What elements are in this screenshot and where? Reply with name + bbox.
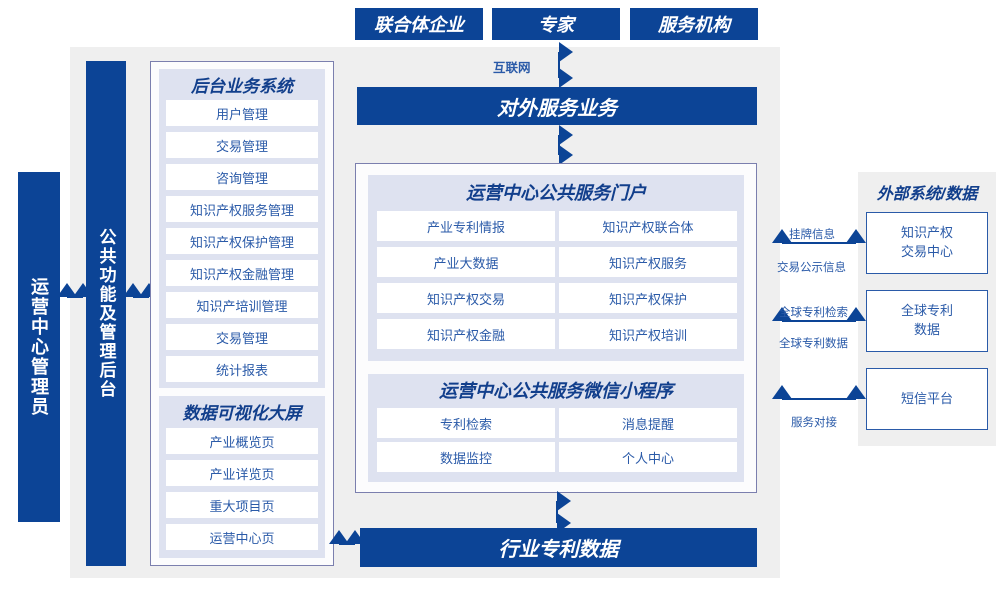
external-system-label: 知识产权 交易中心: [900, 225, 953, 259]
dataviz-item[interactable]: 运营中心页: [166, 524, 318, 550]
backoffice-item[interactable]: 知识产培训管理: [166, 292, 318, 318]
portal-item[interactable]: 知识产权金融: [377, 319, 555, 349]
portal-item[interactable]: 知识产权交易: [377, 283, 555, 313]
dataviz-item[interactable]: 产业概览页: [166, 428, 318, 454]
column-common-functions[interactable]: 公共功能及管理后台: [86, 61, 126, 566]
miniprogram-item[interactable]: 个人中心: [559, 442, 737, 472]
actor-label: 专家: [538, 15, 574, 35]
dataviz-title: 数据可视化大屏: [182, 403, 302, 423]
portal-item[interactable]: 知识产权保护: [559, 283, 737, 313]
external-system-sms-platform[interactable]: 短信平台: [866, 368, 988, 430]
backoffice-item[interactable]: 用户管理: [166, 100, 318, 126]
external-connector-label-down: 全球专利数据: [779, 338, 848, 350]
backoffice-item[interactable]: 知识产权保护管理: [166, 228, 318, 254]
external-connector-label-up: 挂牌信息: [789, 229, 835, 241]
external-service-bar[interactable]: 对外服务业务: [357, 87, 757, 125]
backoffice-item[interactable]: 统计报表: [166, 356, 318, 382]
internet-arrow: [558, 42, 573, 88]
external-system-global-patent-data[interactable]: 全球专利 数据: [866, 290, 988, 352]
industry-patent-data-label: 行业专利数据: [498, 539, 619, 561]
external-service-label: 对外服务业务: [497, 97, 617, 120]
external-system-label: 全球专利 数据: [900, 303, 953, 337]
miniprogram-item[interactable]: 消息提醒: [559, 408, 737, 438]
backoffice-item[interactable]: 知识产权金融管理: [166, 260, 318, 286]
actor-box-service-org[interactable]: 服务机构: [630, 8, 758, 40]
miniprogram-item[interactable]: 专利检索: [377, 408, 555, 438]
portal-item[interactable]: 知识产权联合体: [559, 211, 737, 241]
backoffice-title: 后台业务系统: [191, 76, 293, 96]
external-connector-label-down: 服务对接: [791, 417, 837, 429]
industry-patent-data-bar[interactable]: 行业专利数据: [360, 528, 757, 567]
portal-item[interactable]: 产业专利情报: [377, 211, 555, 241]
portal-item[interactable]: 知识产权服务: [559, 247, 737, 277]
portal-to-patent-data-arrow: [556, 491, 571, 533]
portal-item[interactable]: 产业大数据: [377, 247, 555, 277]
external-systems-title: 外部系统/数据: [876, 186, 978, 203]
backoffice-item[interactable]: 咨询管理: [166, 164, 318, 190]
actor-label: 服务机构: [658, 15, 730, 35]
miniprogram-title: 运营中心公共服务微信小程序: [439, 381, 673, 401]
backoffice-item[interactable]: 知识产权服务管理: [166, 196, 318, 222]
common-functions-label: 公共功能及管理后台: [96, 228, 116, 399]
external-arrow-ip-exchange: [772, 229, 866, 244]
actor-box-expert[interactable]: 专家: [492, 8, 620, 40]
external-connector-label-down: 交易公示信息: [777, 262, 846, 274]
internet-label: 互联网: [493, 61, 531, 75]
portal-title: 运营中心公共服务门户: [466, 183, 646, 203]
column-operator-admin[interactable]: 运营中心管理员: [18, 172, 60, 522]
external-system-label: 短信平台: [900, 390, 953, 406]
portal-item[interactable]: 知识产权培训: [559, 319, 737, 349]
actor-box-consortium[interactable]: 联合体企业: [355, 8, 483, 40]
backoffice-item[interactable]: 交易管理: [166, 324, 318, 350]
dataviz-item[interactable]: 产业详览页: [166, 460, 318, 486]
backoffice-item[interactable]: 交易管理: [166, 132, 318, 158]
modules-to-patent-data-arrow: [329, 530, 365, 545]
external-connector-label-up: 全球专利检索: [779, 307, 848, 319]
backend-to-modules-arrow: [123, 283, 159, 298]
dataviz-item[interactable]: 重大项目页: [166, 492, 318, 518]
actor-label: 联合体企业: [374, 15, 464, 35]
external-arrow-global-patent: [772, 307, 866, 322]
miniprogram-item[interactable]: 数据监控: [377, 442, 555, 472]
external-arrow-sms: [772, 385, 866, 400]
admin-to-backend-arrow: [57, 283, 93, 298]
service-to-portal-arrow: [558, 125, 573, 165]
operator-admin-label: 运营中心管理员: [29, 277, 49, 417]
external-system-ip-exchange[interactable]: 知识产权 交易中心: [866, 212, 988, 274]
